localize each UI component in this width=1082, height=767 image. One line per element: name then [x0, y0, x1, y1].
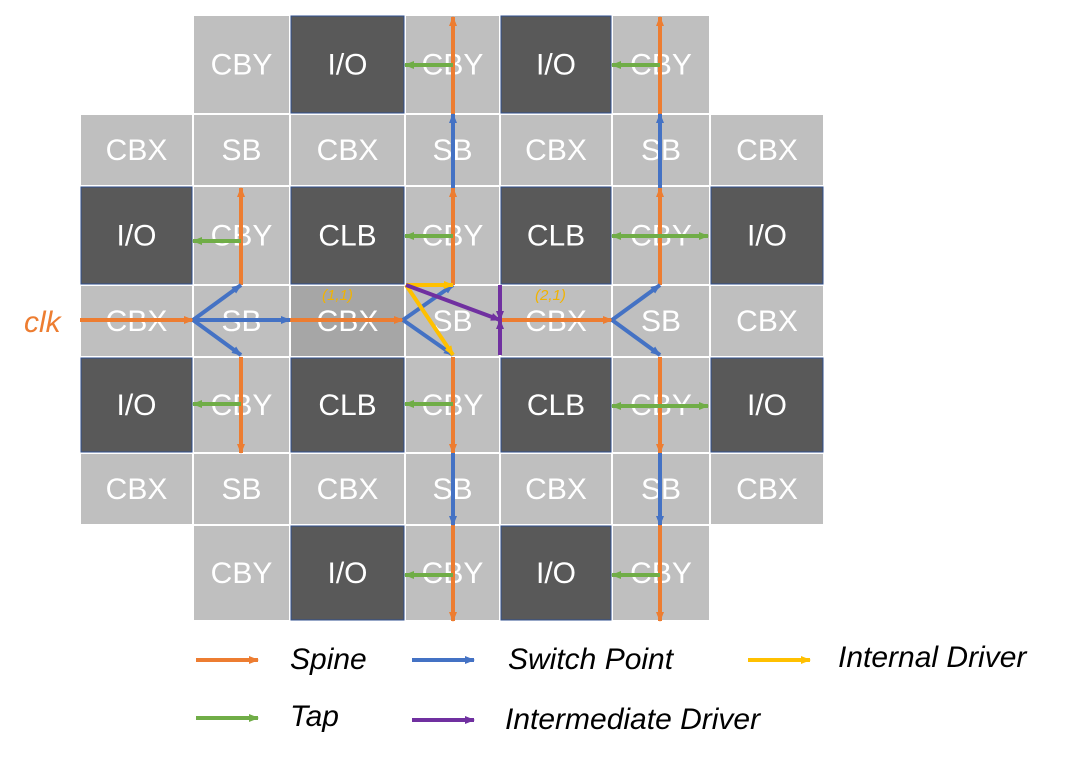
- cell-sb-r3-c5: [613, 286, 709, 356]
- cell-clb-r4-c4: [500, 357, 612, 453]
- cell-label-cbx: CBX: [525, 134, 587, 167]
- cell-clb-r4-c2: [290, 357, 405, 453]
- arrows: [80, 16, 709, 622]
- cell-label-cbx: CBX: [736, 305, 798, 338]
- cell-label-io: I/O: [747, 389, 787, 422]
- cell-io-r6-c2: [290, 525, 405, 621]
- cell-label-cbx: CBX: [317, 473, 379, 506]
- cell-label-clb: CLB: [527, 389, 585, 422]
- cell-label-clb: CLB: [318, 389, 376, 422]
- cell-cbx-r5-c2: [291, 454, 404, 524]
- cell-label-io: I/O: [747, 220, 787, 253]
- cell-label-cby: CBY: [211, 557, 273, 590]
- cell-io-r2-c6: [710, 186, 824, 285]
- cell-label-io: I/O: [116, 220, 156, 253]
- cell-label-cbx: CBX: [106, 134, 168, 167]
- cell-label-clb: CLB: [318, 220, 376, 253]
- cell-io-r6-c4: [500, 525, 612, 621]
- cell-cby-r0-c1: [194, 16, 289, 113]
- legend-switch-point-label: Switch Point: [508, 643, 674, 676]
- cell-sb-r3-c3: [406, 286, 499, 356]
- cell-io-r4-c6: [710, 357, 824, 453]
- cell-label-sb: SB: [641, 305, 681, 338]
- cell-sb-r5-c1: [194, 454, 289, 524]
- clk-label: clk: [24, 306, 63, 339]
- legend-intermediate-driver-label: Intermediate Driver: [505, 703, 761, 736]
- cell-cbx-r1-c2: [291, 115, 404, 185]
- legend-internal-driver-label: Internal Driver: [838, 641, 1027, 674]
- cell-cby-r6-c1: [194, 526, 289, 620]
- cell-clb-r2-c4: [500, 186, 612, 285]
- switch-point-arrow: [191, 318, 243, 357]
- coord-label-1-1: (1,1): [322, 287, 353, 304]
- cell-label-io: I/O: [536, 49, 576, 82]
- cell-label-io: I/O: [327, 49, 367, 82]
- legend-spine-label: Spine: [290, 643, 367, 676]
- switch-point-arrow: [610, 283, 662, 322]
- cell-label-clb: CLB: [527, 220, 585, 253]
- legend-tap-label: Tap: [290, 700, 339, 733]
- cell-cbx-r5-c6: [711, 454, 823, 524]
- cell-label-cby: CBY: [211, 49, 273, 82]
- cell-label-sb: SB: [221, 473, 261, 506]
- cell-label-io: I/O: [116, 389, 156, 422]
- cell-cbx-r3-c6: [711, 286, 823, 356]
- cell-sb-r1-c1: [194, 115, 289, 185]
- cell-io-r0-c2: [290, 15, 405, 114]
- cell-io-r2-c0: [80, 186, 193, 285]
- switch-point-arrow: [610, 318, 662, 357]
- cell-label-io: I/O: [536, 557, 576, 590]
- cell-clb-r2-c2: [290, 186, 405, 285]
- cell-io-r4-c0: [80, 357, 193, 453]
- cell-label-cbx: CBX: [736, 134, 798, 167]
- cell-cbx-r1-c6: [711, 115, 823, 185]
- cell-cbx-r5-c0: [81, 454, 192, 524]
- switch-point-arrow: [401, 283, 455, 322]
- switch-point-arrow: [191, 283, 243, 322]
- cell-label-sb: SB: [221, 134, 261, 167]
- cell-label-cbx: CBX: [106, 473, 168, 506]
- cell-cbx-r5-c4: [501, 454, 611, 524]
- internal-driver-arrow: [404, 283, 455, 357]
- cell-label-io: I/O: [327, 557, 367, 590]
- cell-label-cbx: CBX: [736, 473, 798, 506]
- cell-cbx-r1-c0: [81, 115, 192, 185]
- cell-label-cbx: CBX: [317, 134, 379, 167]
- cell-label-cbx: CBX: [525, 473, 587, 506]
- coord-label-2-1: (2,1): [535, 287, 566, 304]
- cell-cbx-r1-c4: [501, 115, 611, 185]
- intermediate-driver-arrow: [405, 283, 501, 322]
